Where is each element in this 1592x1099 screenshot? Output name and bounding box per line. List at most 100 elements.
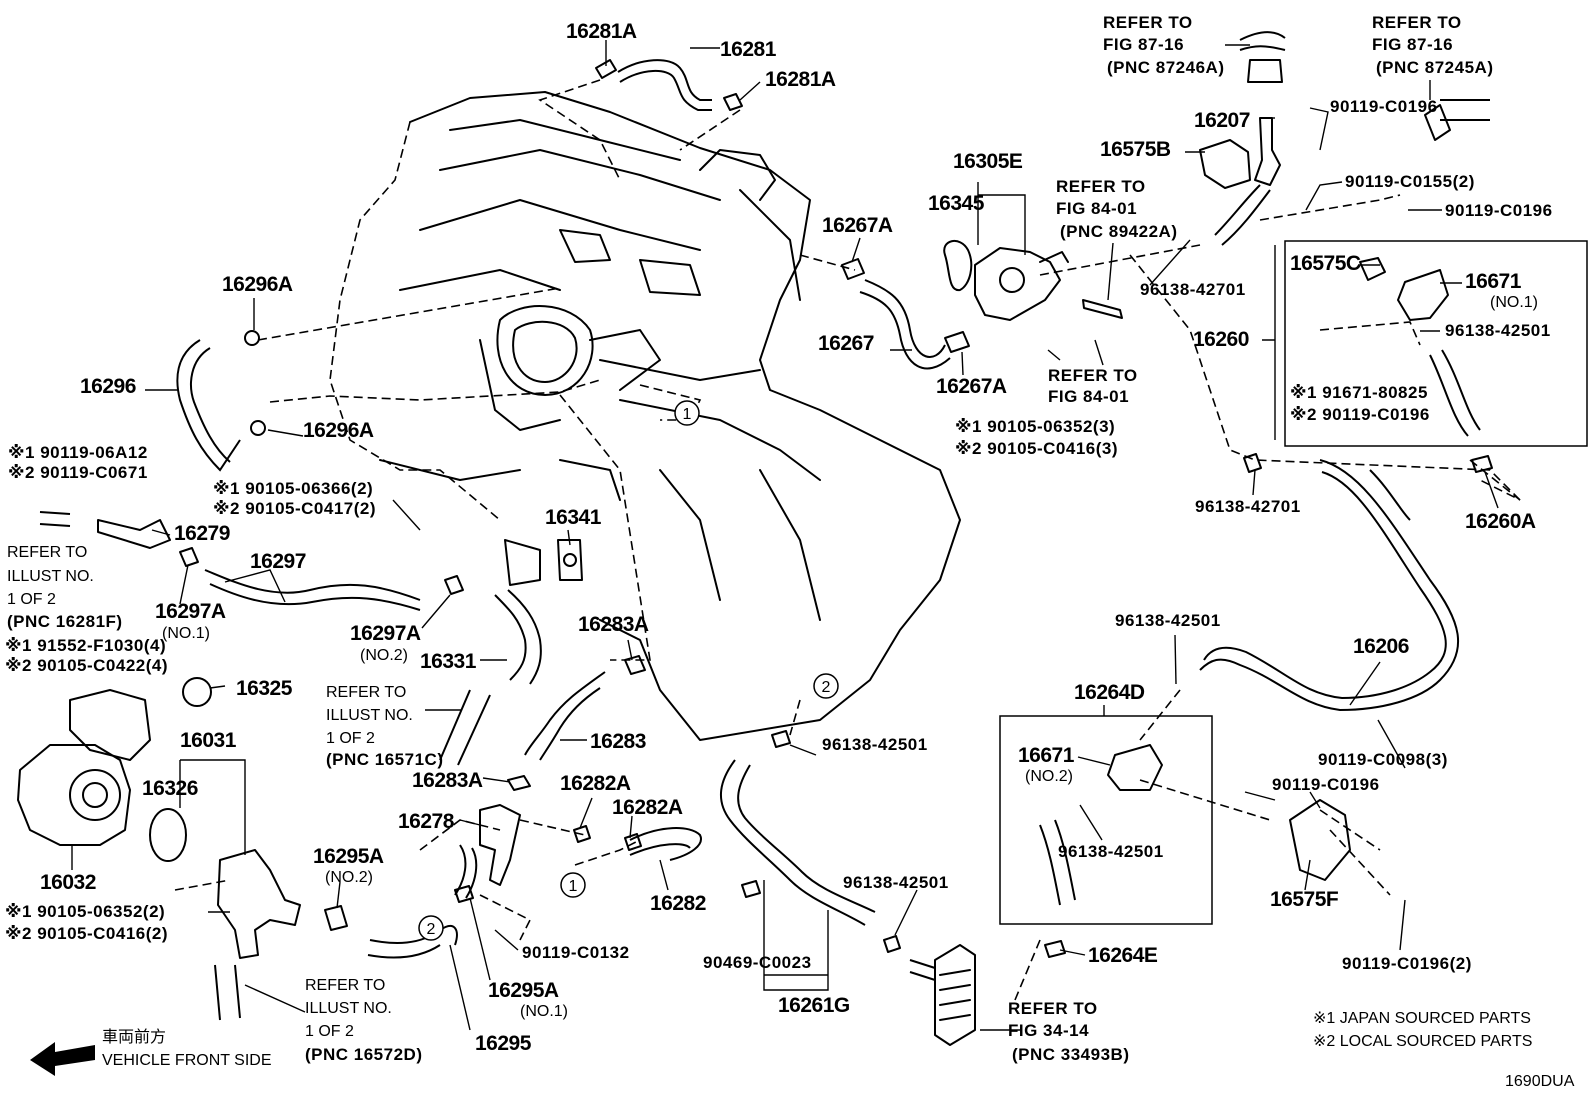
water-inlet-16341	[557, 539, 583, 581]
label-16575F[interactable]: 16575F	[1270, 888, 1339, 911]
label-16283A-top[interactable]: 16283A	[578, 613, 649, 636]
legend-japan-sourced: ※1 JAPAN SOURCED PARTS	[1313, 1010, 1531, 1027]
ring-16325	[182, 677, 212, 707]
label-90105-06366[interactable]: ※1 90105-06366(2)	[213, 479, 373, 498]
label-16297A-no1[interactable]: 16297A	[155, 600, 226, 623]
hose-16572D	[214, 964, 241, 1021]
label-16282[interactable]: 16282	[650, 892, 706, 915]
label-96138-42501-b[interactable]: 96138-42501	[1115, 611, 1221, 630]
gasket-16326	[149, 808, 187, 862]
label-16671-no2[interactable]: 16671	[1018, 744, 1075, 767]
ref-illust-16571C[interactable]: REFER TO ILLUST NO. 1 OF 2 (PNC 16571C)	[326, 684, 444, 769]
label-16031[interactable]: 16031	[180, 729, 237, 752]
label-90105-06352-b[interactable]: ※1 90105-06352(2)	[5, 902, 165, 921]
label-16281A-top[interactable]: 16281A	[566, 20, 637, 43]
label-16331[interactable]: 16331	[420, 650, 477, 673]
label-16282A-2[interactable]: 16282A	[612, 796, 683, 819]
label-90469-C0023[interactable]: 90469-C0023	[703, 953, 812, 972]
ref-illust-16572D[interactable]: REFER TO ILLUST NO. 1 OF 2 (PNC 16572D)	[305, 977, 423, 1064]
ref-fig-34-14[interactable]: REFER TO FIG 34-14 (PNC 33493B)	[1008, 999, 1130, 1064]
svg-text:1 OF 2: 1 OF 2	[305, 1023, 354, 1040]
label-91671-80825[interactable]: ※1 91671-80825	[1290, 383, 1428, 402]
label-90119-06A12[interactable]: ※1 90119-06A12	[8, 443, 148, 462]
label-96138-42501-a[interactable]: 96138-42501	[1445, 321, 1551, 340]
clamp-16267A-bot	[944, 331, 970, 353]
svg-text:FIG 87-16: FIG 87-16	[1103, 35, 1184, 54]
svg-text:1 OF 2: 1 OF 2	[326, 730, 375, 747]
label-16267[interactable]: 16267	[818, 332, 874, 355]
label-96138-42701-b[interactable]: 96138-42701	[1195, 497, 1301, 516]
label-90119-C0132[interactable]: 90119-C0132	[522, 943, 630, 962]
label-90105-C0416-a[interactable]: ※2 90105-C0416(3)	[955, 439, 1118, 458]
label-16341[interactable]: 16341	[545, 506, 602, 529]
clamp-16296A-bot	[250, 420, 266, 436]
label-16267A-bot[interactable]: 16267A	[936, 375, 1007, 398]
label-16261G[interactable]: 16261G	[778, 994, 850, 1017]
ref-illust-16281F[interactable]: REFER TO ILLUST NO. 1 OF 2 (PNC 16281F)	[7, 544, 123, 631]
label-16283A-bot[interactable]: 16283A	[412, 769, 483, 792]
label-96138-42501-c[interactable]: 96138-42501	[822, 735, 928, 754]
label-90119-C0196-d[interactable]: 90119-C0196	[1272, 775, 1380, 794]
label-16326[interactable]: 16326	[142, 777, 198, 800]
label-16207[interactable]: 16207	[1194, 109, 1250, 132]
hose-16297	[204, 569, 421, 611]
sensor-89422A	[1082, 299, 1123, 319]
svg-text:FIG 87-16: FIG 87-16	[1372, 35, 1453, 54]
label-16297[interactable]: 16297	[250, 550, 306, 573]
label-90119-C0155[interactable]: 90119-C0155(2)	[1345, 172, 1475, 191]
label-90105-C0422[interactable]: ※2 90105-C0422(4)	[5, 656, 168, 675]
ref-fig-84-01-a[interactable]: REFER TO FIG 84-01 (PNC 89422A)	[1056, 177, 1178, 241]
label-16206[interactable]: 16206	[1353, 635, 1409, 658]
label-16281[interactable]: 16281	[720, 38, 777, 61]
label-16325[interactable]: 16325	[236, 677, 293, 700]
ref-fig-87-16-a[interactable]: REFER TO FIG 87-16 (PNC 87246A)	[1103, 13, 1225, 77]
label-16297A-no2[interactable]: 16297A	[350, 622, 421, 645]
label-16279[interactable]: 16279	[174, 522, 230, 545]
label-16260A[interactable]: 16260A	[1465, 510, 1536, 533]
label-16283[interactable]: 16283	[590, 730, 646, 753]
label-90105-C0416-b[interactable]: ※2 90105-C0416(2)	[5, 924, 168, 943]
label-16295A-no2[interactable]: 16295A	[313, 845, 384, 868]
label-90119-C0196-e[interactable]: 90119-C0196(2)	[1342, 954, 1472, 973]
label-16295A-no1[interactable]: 16295A	[488, 979, 559, 1002]
label-16260[interactable]: 16260	[1193, 328, 1249, 351]
label-90105-C0417[interactable]: ※2 90105-C0417(2)	[213, 499, 376, 518]
svg-text:1: 1	[683, 406, 692, 423]
bracket-16575B	[1199, 139, 1251, 189]
label-90119-C0671[interactable]: ※2 90119-C0671	[8, 463, 148, 482]
svg-text:REFER TO: REFER TO	[1103, 13, 1193, 32]
label-90119-C0196-a[interactable]: 90119-C0196	[1330, 97, 1438, 116]
label-16282A-1[interactable]: 16282A	[560, 772, 631, 795]
label-91552-F1030[interactable]: ※1 91552-F1030(4)	[5, 636, 166, 655]
label-96138-42501-d[interactable]: 96138-42501	[1058, 842, 1164, 861]
label-16575B[interactable]: 16575B	[1100, 138, 1171, 161]
label-16281A-right[interactable]: 16281A	[765, 68, 836, 91]
label-16345[interactable]: 16345	[928, 192, 985, 215]
label-90119-C0098[interactable]: 90119-C0098(3)	[1318, 750, 1448, 769]
label-16575C[interactable]: 16575C	[1290, 252, 1361, 275]
label-96138-42701-a[interactable]: 96138-42701	[1140, 280, 1246, 299]
clamp-90469-C0023	[741, 880, 761, 898]
label-90105-06352-a[interactable]: ※1 90105-06352(3)	[955, 417, 1115, 436]
ref-fig-84-01-b[interactable]: REFER TO FIG 84-01	[1048, 366, 1138, 406]
label-96138-42501-e[interactable]: 96138-42501	[843, 873, 949, 892]
label-16264D[interactable]: 16264D	[1074, 681, 1145, 704]
group-box-16260	[1284, 240, 1588, 447]
hose-87246A	[1239, 31, 1286, 83]
svg-text:(PNC 16572D): (PNC 16572D)	[305, 1045, 423, 1064]
label-16296A-top[interactable]: 16296A	[222, 273, 293, 296]
svg-text:REFER TO: REFER TO	[1056, 177, 1146, 196]
label-16267A-top[interactable]: 16267A	[822, 214, 893, 237]
label-16296[interactable]: 16296	[80, 375, 136, 398]
label-16295[interactable]: 16295	[475, 1032, 532, 1055]
label-16032[interactable]: 16032	[40, 871, 96, 894]
label-16296A-bot[interactable]: 16296A	[303, 419, 374, 442]
thermostat-housing-16305E	[974, 247, 1069, 321]
label-90119-C0196-b[interactable]: 90119-C0196	[1445, 201, 1553, 220]
label-90119-C0196-c[interactable]: ※2 90119-C0196	[1290, 405, 1430, 424]
ref-fig-87-16-b[interactable]: REFER TO FIG 87-16 (PNC 87245A)	[1372, 13, 1494, 77]
label-16671-no1[interactable]: 16671	[1465, 270, 1522, 293]
label-16305E[interactable]: 16305E	[953, 150, 1023, 173]
label-16264E[interactable]: 16264E	[1088, 944, 1158, 967]
label-16278[interactable]: 16278	[398, 810, 455, 833]
